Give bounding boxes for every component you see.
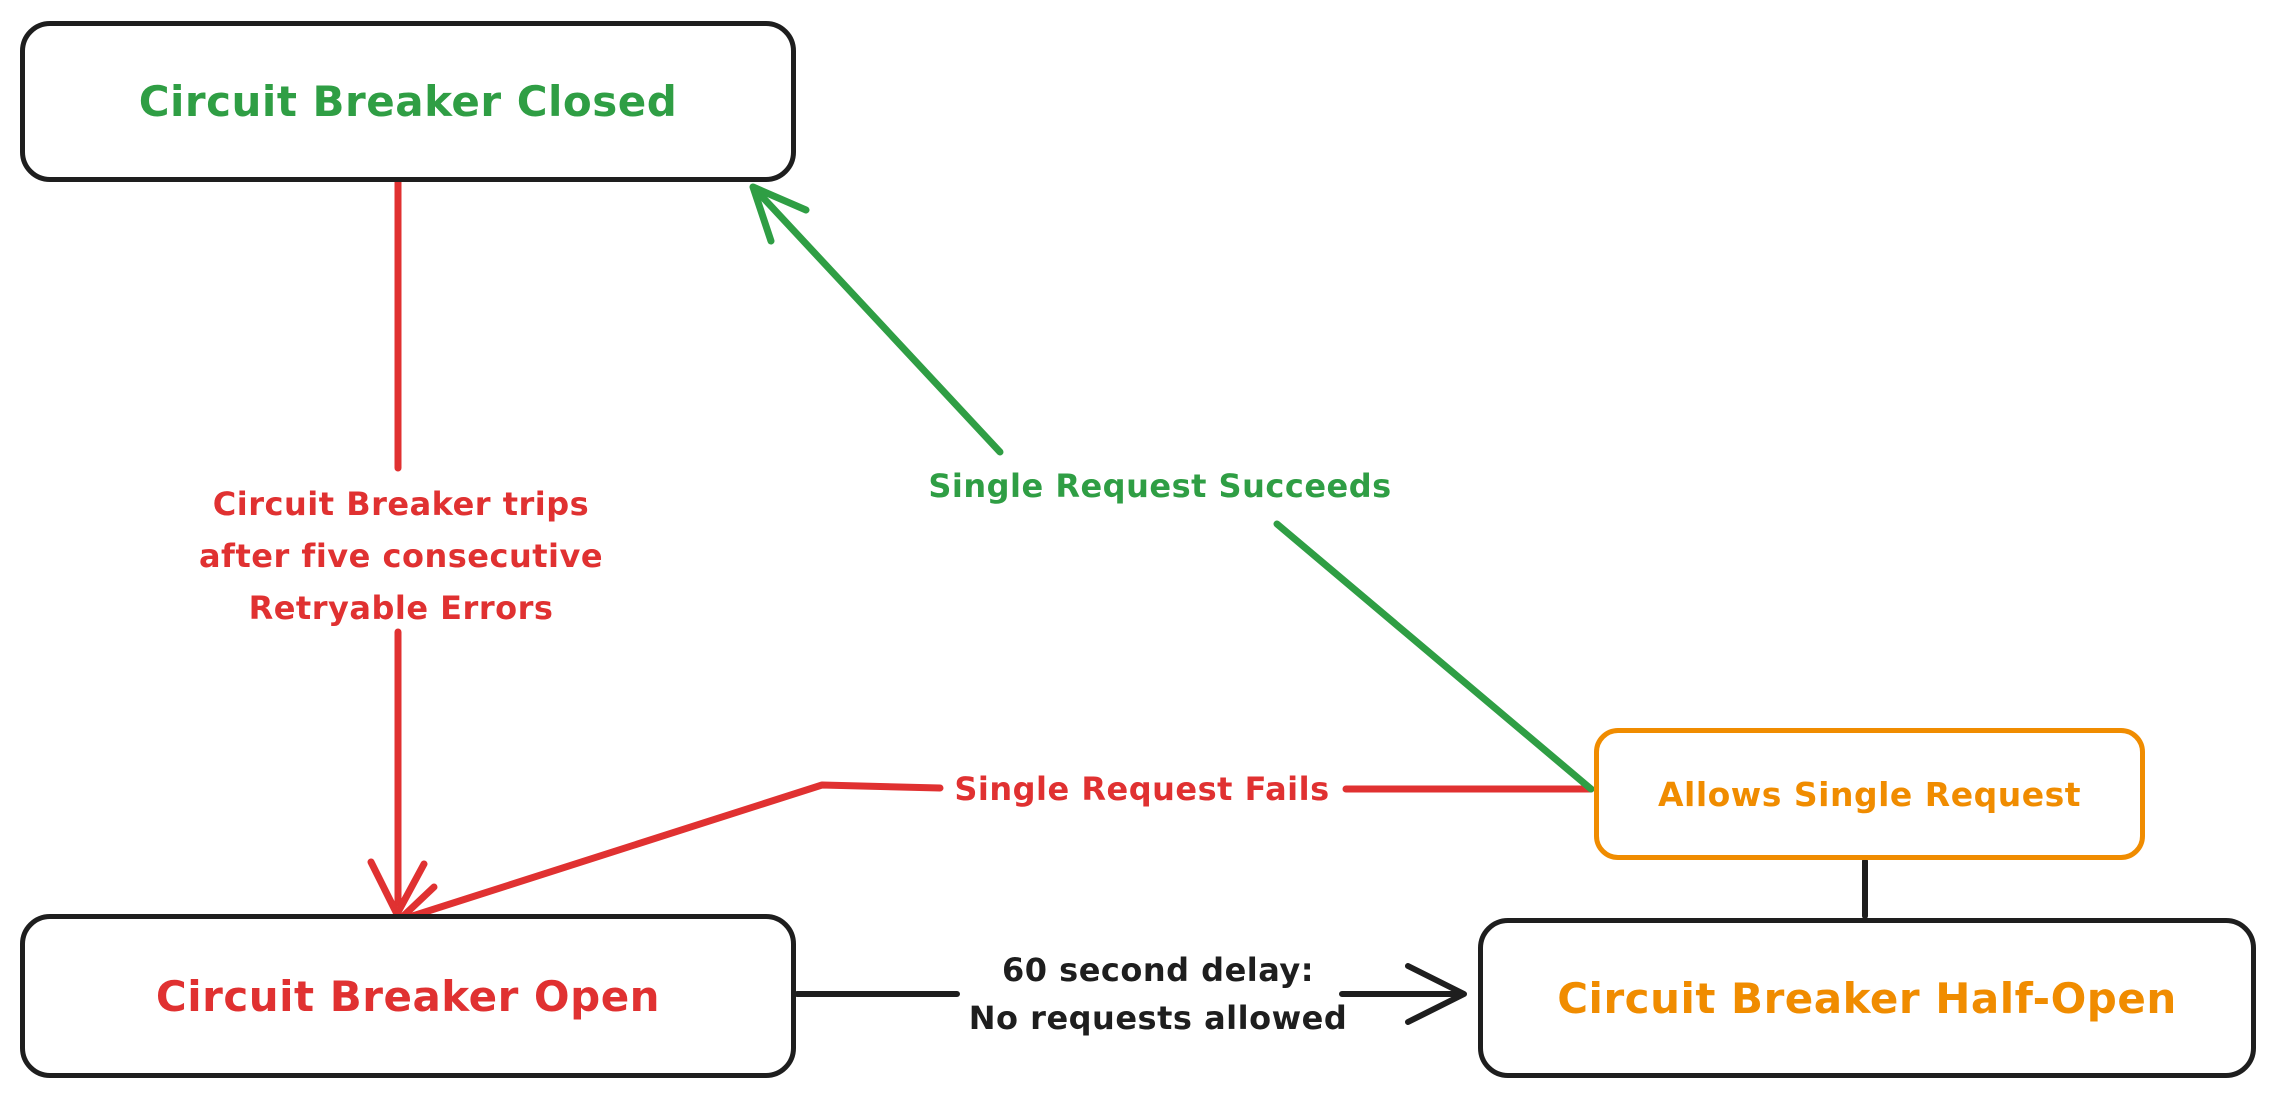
succeeds-arrowhead bbox=[749, 183, 810, 245]
delay-arrowhead bbox=[1405, 963, 1467, 1025]
trips-label-line-2: after five consecutive bbox=[198, 537, 604, 575]
state-circuit-breaker-half-open: Circuit Breaker Half-Open bbox=[1478, 918, 2256, 1078]
state-circuit-breaker-closed: Circuit Breaker Closed bbox=[20, 21, 796, 182]
half-open-state-label: Circuit Breaker Half-Open bbox=[1557, 973, 2177, 1023]
succeeds-arrow-line bbox=[751, 185, 1595, 793]
trips-transition-label: Circuit Breaker trips after five consecu… bbox=[199, 478, 603, 634]
state-circuit-breaker-open: Circuit Breaker Open bbox=[20, 914, 796, 1078]
single-request-succeeds-label: Single Request Succeeds bbox=[928, 467, 1392, 505]
trips-label-line-1: Circuit Breaker trips bbox=[212, 485, 590, 523]
trips-label-line-3: Retryable Errors bbox=[248, 589, 554, 627]
delay-label-line-1: 60 second delay: bbox=[1001, 951, 1315, 989]
open-state-label: Circuit Breaker Open bbox=[155, 971, 661, 1021]
state-allows-single-request: Allows Single Request bbox=[1594, 728, 2145, 860]
single-request-fails-label: Single Request Fails bbox=[954, 770, 1330, 808]
fails-arrow-line bbox=[396, 781, 1595, 924]
delay-transition-label: 60 second delay: No requests allowed bbox=[969, 946, 1348, 1042]
allows-single-request-label: Allows Single Request bbox=[1657, 774, 2082, 814]
delay-label-line-2: No requests allowed bbox=[968, 999, 1348, 1037]
closed-state-label: Circuit Breaker Closed bbox=[138, 77, 678, 126]
